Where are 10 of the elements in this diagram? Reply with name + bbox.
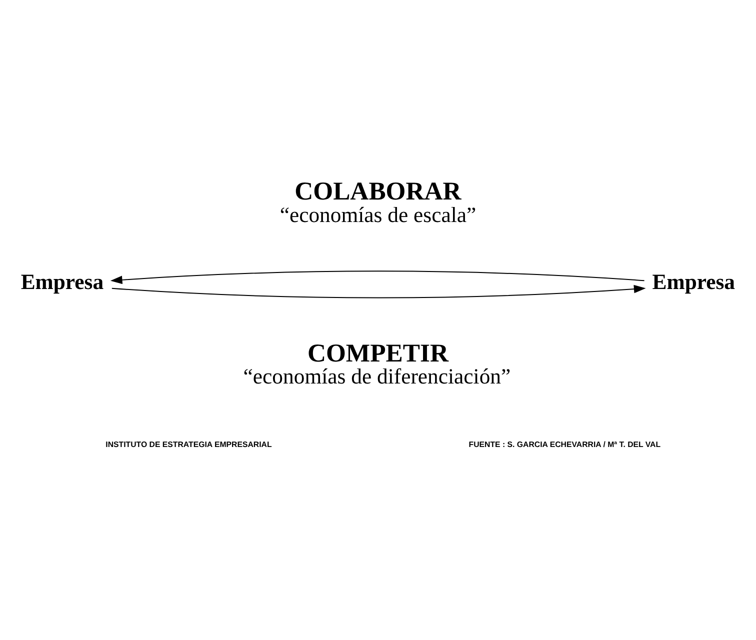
label: INSTITUTO DE ESTRATEGIA EMPRESARIAL (106, 440, 272, 450)
label: “economías de escala” (280, 202, 476, 227)
label: COLABORAR (294, 176, 462, 206)
arrow (110, 270, 645, 284)
label: “economías de diferenciación” (243, 364, 511, 389)
node-text: Empresa (20, 270, 104, 294)
label: FUENTE : S. GARCIA ECHEVARRIA / Mª T. DEL VAL (468, 440, 661, 450)
node-text: Empresa (652, 270, 736, 294)
label: COMPETIR (307, 338, 448, 368)
arrow (111, 284, 646, 298)
